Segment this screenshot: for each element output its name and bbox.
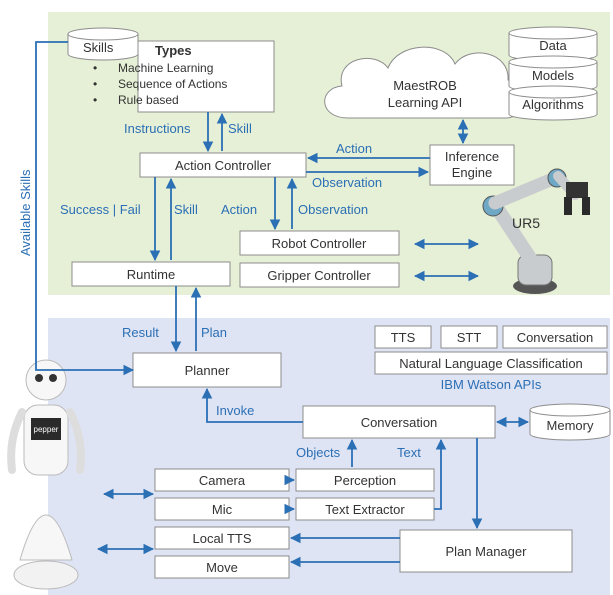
planner-label: Planner: [185, 363, 230, 378]
memory-store-icon: [529, 403, 611, 441]
watson-nlc-label: Natural Language Classification: [399, 356, 583, 371]
skill-type-item: Sequence of Actions: [118, 77, 227, 91]
inference-engine-box: [429, 144, 515, 186]
action-controller-box: [139, 152, 307, 178]
skill-up-label: Skill: [228, 121, 252, 136]
available-skills-arrow: [35, 41, 135, 376]
runtime-box: [71, 261, 231, 287]
skill-types-title: Types: [155, 43, 192, 58]
skills-store-icon: [67, 27, 139, 61]
models-store-label: Models: [532, 68, 574, 83]
watson-tts-box: [374, 325, 432, 349]
camera-label: Camera: [199, 473, 246, 488]
watson-stt-box: [440, 325, 498, 349]
runtime-label: Runtime: [127, 267, 175, 282]
mic-label: Mic: [212, 502, 233, 517]
conversation-label: Conversation: [361, 415, 438, 430]
watson-conversation-label: Conversation: [517, 330, 594, 345]
plan-manager-label: Plan Manager: [446, 544, 528, 559]
pepper-robot-icon: [7, 359, 85, 590]
gripper-controller-box: [239, 262, 400, 288]
skill-type-bullet: •: [93, 77, 97, 91]
watson-conversation-box: [502, 325, 608, 349]
observation-mid-label: Observation: [298, 202, 368, 217]
action-top-label: Action: [336, 141, 372, 156]
skill-types-box: [137, 40, 275, 113]
move-box: [154, 555, 290, 579]
skill-type-item: Machine Learning: [118, 61, 213, 75]
plan-manager-box: [399, 529, 573, 573]
watson-apis-label: IBM Watson APIs: [441, 377, 542, 392]
available-skills-label: Available Skills: [18, 169, 33, 256]
plan-label: Plan: [201, 325, 227, 340]
action-controller-label: Action Controller: [175, 158, 272, 173]
memory-label: Memory: [547, 418, 594, 433]
watson-stt-label: STT: [457, 330, 482, 345]
inference-engine-line2: Engine: [452, 165, 492, 180]
text-label: Text: [397, 445, 421, 460]
robot-controller-label: Robot Controller: [272, 236, 367, 251]
skill-type-bullet: •: [93, 61, 97, 75]
result-label: Result: [122, 325, 159, 340]
pepper-screen-label: pepper: [34, 425, 59, 434]
skills-title: Skills: [83, 40, 114, 55]
success-fail-label: Success | Fail: [60, 202, 141, 217]
invoke-label: Invoke: [216, 403, 254, 418]
algorithms-store-label: Algorithms: [522, 97, 584, 112]
conversation-box: [302, 405, 496, 439]
skill-type-item: Rule based: [118, 93, 179, 107]
objects-label: Objects: [296, 445, 341, 460]
skill-type-bullet: •: [93, 93, 97, 107]
data-store-icon: [508, 26, 598, 62]
invoke-arrow: [201, 387, 303, 423]
maestrob-api-line2: Learning API: [388, 95, 462, 110]
planner-box: [132, 352, 282, 388]
watson-nlc-box: [374, 351, 608, 375]
local-tts-box: [154, 526, 290, 550]
robot-controller-box: [239, 230, 400, 256]
models-store-icon: [508, 55, 598, 93]
move-label: Move: [206, 560, 238, 575]
perception-label: Perception: [334, 473, 396, 488]
action-mid-label: Action: [221, 202, 257, 217]
watson-tts-label: TTS: [391, 330, 416, 345]
text-extractor-label: Text Extractor: [325, 502, 405, 517]
algorithms-store-icon: [508, 85, 598, 121]
perception-box: [295, 468, 435, 492]
skill-left-label: Skill: [174, 202, 198, 217]
ur5-label: UR5: [512, 215, 540, 231]
local-tts-label: Local TTS: [192, 531, 251, 546]
inference-engine-line1: Inference: [445, 149, 499, 164]
maestrob-api-line1: MaestROB: [393, 78, 457, 93]
data-store-label: Data: [539, 38, 567, 53]
text-arrow: [434, 438, 447, 510]
instructions-label: Instructions: [124, 121, 191, 136]
gripper-controller-label: Gripper Controller: [267, 268, 371, 283]
observation-top-label: Observation: [312, 175, 382, 190]
ur5-robot-arm-icon: [482, 168, 590, 294]
